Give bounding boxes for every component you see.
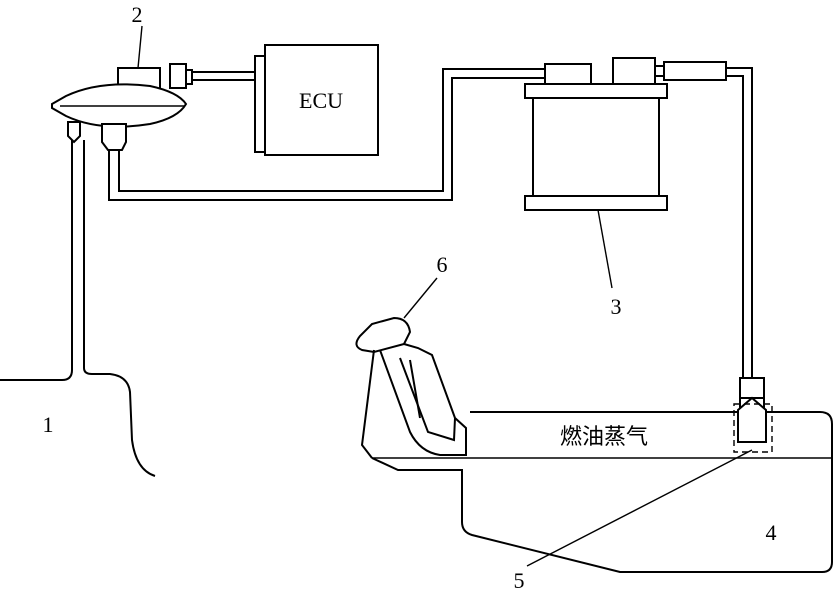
charcoal-canister [524, 57, 727, 211]
tank-valve [733, 377, 773, 453]
fuel-vapor-label: 燃油蒸气 [560, 425, 648, 450]
callout-6: 6 [437, 252, 448, 277]
ecu-unit: ECU [192, 44, 379, 156]
fuel-tank [371, 411, 833, 573]
filler-neck [355, 316, 467, 459]
leader-lines [137, 25, 753, 567]
intake-manifold [0, 140, 156, 477]
vapor-line [726, 67, 753, 378]
callout-5: 5 [514, 568, 525, 593]
callout-4: 4 [766, 520, 777, 545]
purge-valve [51, 63, 193, 151]
purge-hose [108, 68, 545, 201]
callout-1: 1 [43, 412, 54, 437]
callout-2: 2 [132, 2, 143, 27]
ecu-label: ECU [299, 88, 343, 113]
callout-3: 3 [611, 294, 622, 319]
